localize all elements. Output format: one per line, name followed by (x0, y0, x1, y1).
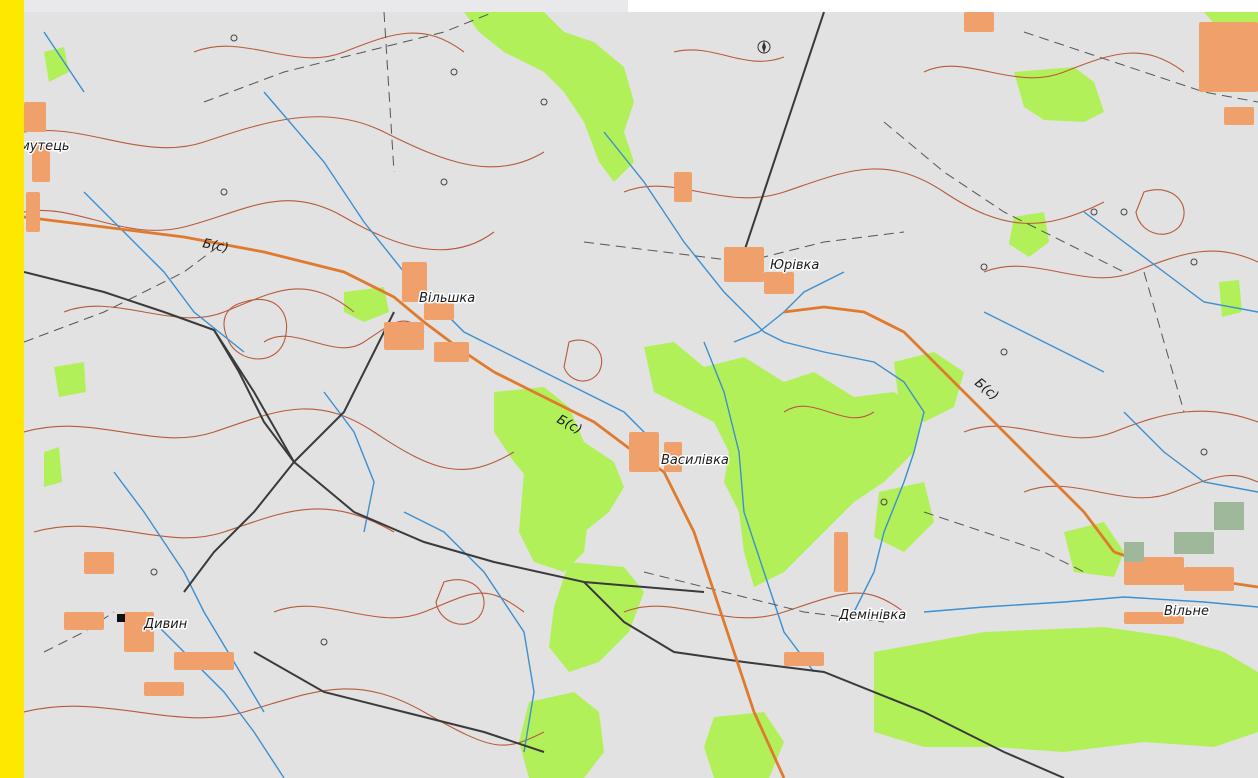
forest-layer (44, 12, 1258, 778)
village-label-left-edge: мутець (24, 139, 70, 154)
village-label-vilshka: Вільшка (419, 291, 475, 306)
road-label-vilshka: Б(с) (201, 236, 230, 256)
point-symbols (150, 34, 1208, 646)
compass-icon (757, 40, 771, 54)
builtup-layer (1124, 502, 1244, 562)
map-viewport[interactable]: Б(с) Б(с) Б(с) Вільшка Юрівка Василівка … (24, 12, 1258, 778)
village-label-deminivka: Демінівка (838, 608, 906, 623)
left-color-bar (0, 0, 24, 778)
rail-layer (24, 12, 1065, 778)
settlement-layer (24, 12, 1258, 696)
topographic-map[interactable]: Б(с) Б(с) Б(с) Вільшка Юрівка Василівка … (24, 12, 1258, 778)
village-label-vilne: Вільне (1164, 604, 1209, 619)
village-label-dyvyn: Дивин (143, 617, 188, 632)
village-label-yurivka: Юрівка (770, 258, 819, 273)
village-label-vasylivka: Василівка (661, 453, 729, 468)
contour-layer (24, 32, 1258, 746)
top-gray-strip (24, 0, 628, 12)
church-icon (117, 614, 125, 622)
